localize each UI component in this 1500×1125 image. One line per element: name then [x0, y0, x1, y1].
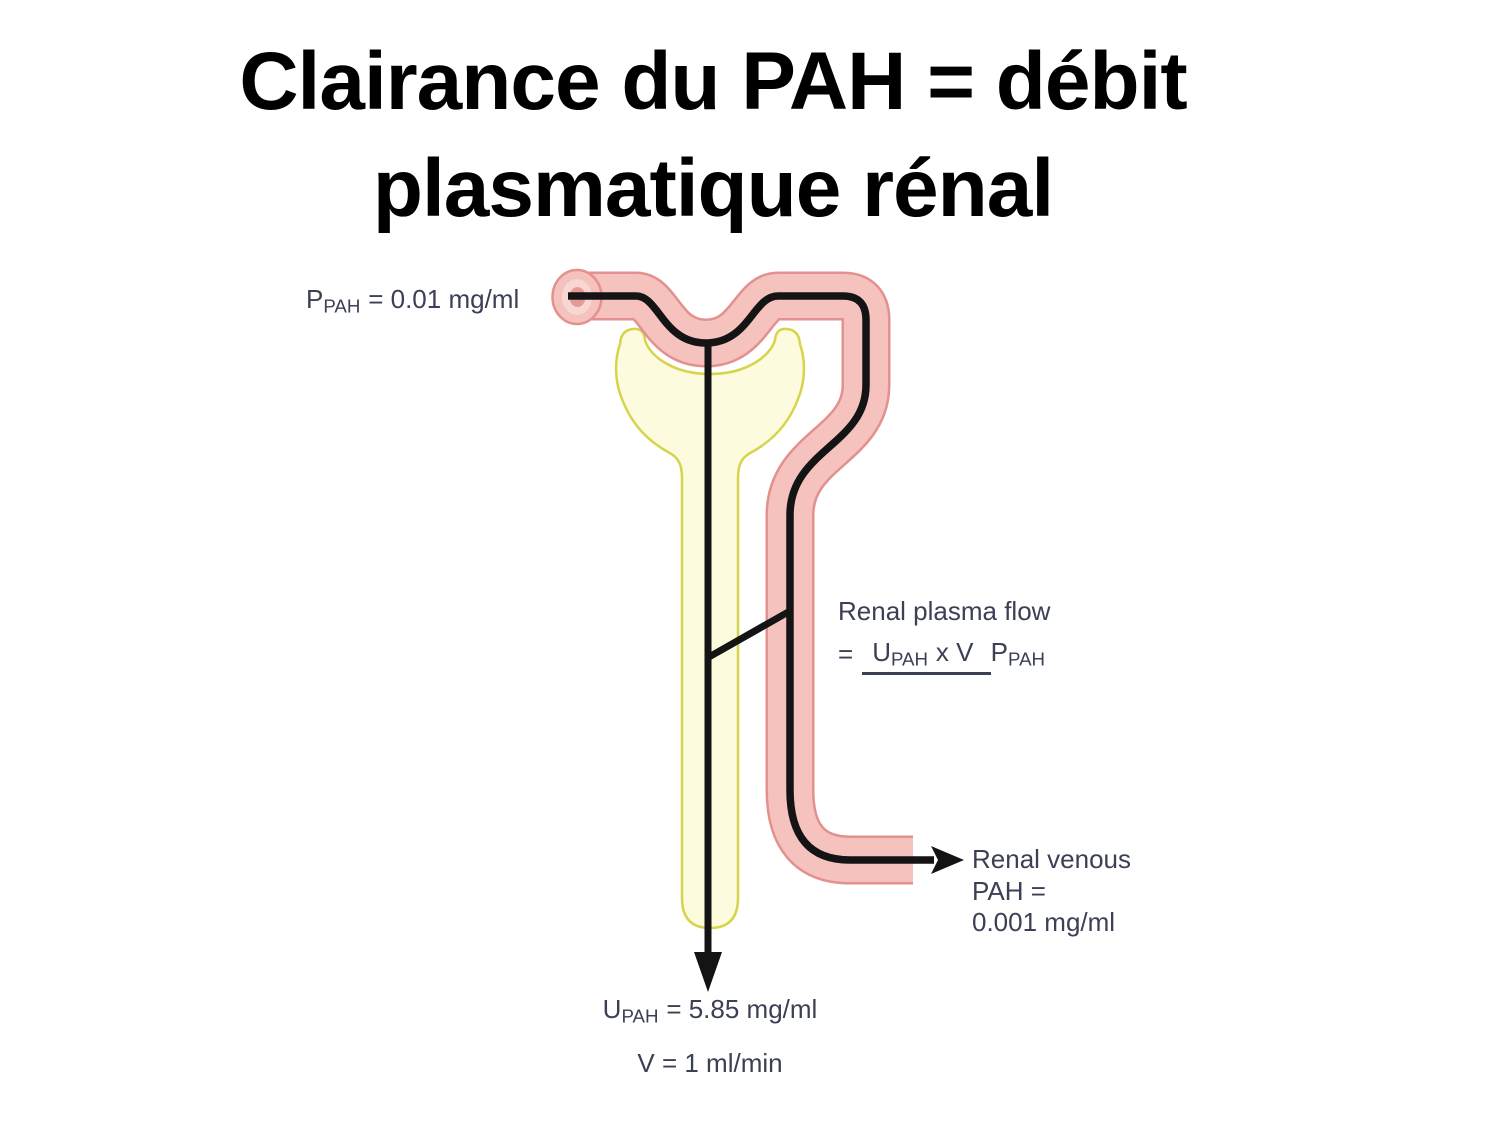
- slide-title: Clairance du PAH = débit plasmatique rén…: [0, 28, 1426, 243]
- right-arrowhead-icon: [931, 846, 964, 874]
- urine-pah-subscript: PAH: [621, 1005, 659, 1027]
- denominator-symbol: P: [990, 637, 1008, 668]
- label-urine-pah: UPAH = 5.85 mg/ml: [460, 994, 960, 1028]
- venous-label-line2: PAH =: [972, 875, 1046, 906]
- numerator-symbol: U: [872, 637, 891, 668]
- formula-denominator: PPAH: [990, 632, 1046, 670]
- arterial-pah-subscript: PAH: [323, 295, 361, 317]
- label-renal-venous-pah: Renal venous PAH = 0.001 mg/ml: [972, 844, 1131, 939]
- urine-pah-symbol: U: [602, 994, 622, 1024]
- pah-plasma-flow-line: [568, 292, 934, 864]
- numerator-subscript: PAH: [890, 648, 929, 670]
- venous-label-line1: Renal venous: [972, 844, 1131, 874]
- formula-equals-sign: =: [838, 638, 854, 669]
- formula-heading: Renal plasma flow: [838, 596, 1051, 626]
- label-arterial-pah: PPAH = 0.01 mg/ml: [306, 284, 519, 318]
- down-arrowhead-icon: [694, 952, 722, 992]
- arterial-pah-symbol: P: [306, 284, 324, 314]
- slide-title-line2: plasmatique rénal: [372, 143, 1054, 235]
- slide-title-line1: Clairance du PAH = débit: [239, 36, 1187, 127]
- urine-pah-value: = 5.85 mg/ml: [666, 994, 818, 1024]
- formula-numerator: UPAH x V: [862, 637, 991, 676]
- venous-label-line3: 0.001 mg/ml: [972, 907, 1116, 938]
- numerator-suffix: x V: [935, 637, 974, 668]
- denominator-subscript: PAH: [1008, 648, 1046, 670]
- label-urine-flow-rate: V = 1 ml/min: [637, 1047, 783, 1078]
- arterial-pah-value: = 0.01 mg/ml: [368, 284, 520, 314]
- label-urine-values: UPAH = 5.85 mg/ml V = 1 ml/min: [460, 994, 960, 1079]
- pah-secretion-line: [705, 607, 794, 661]
